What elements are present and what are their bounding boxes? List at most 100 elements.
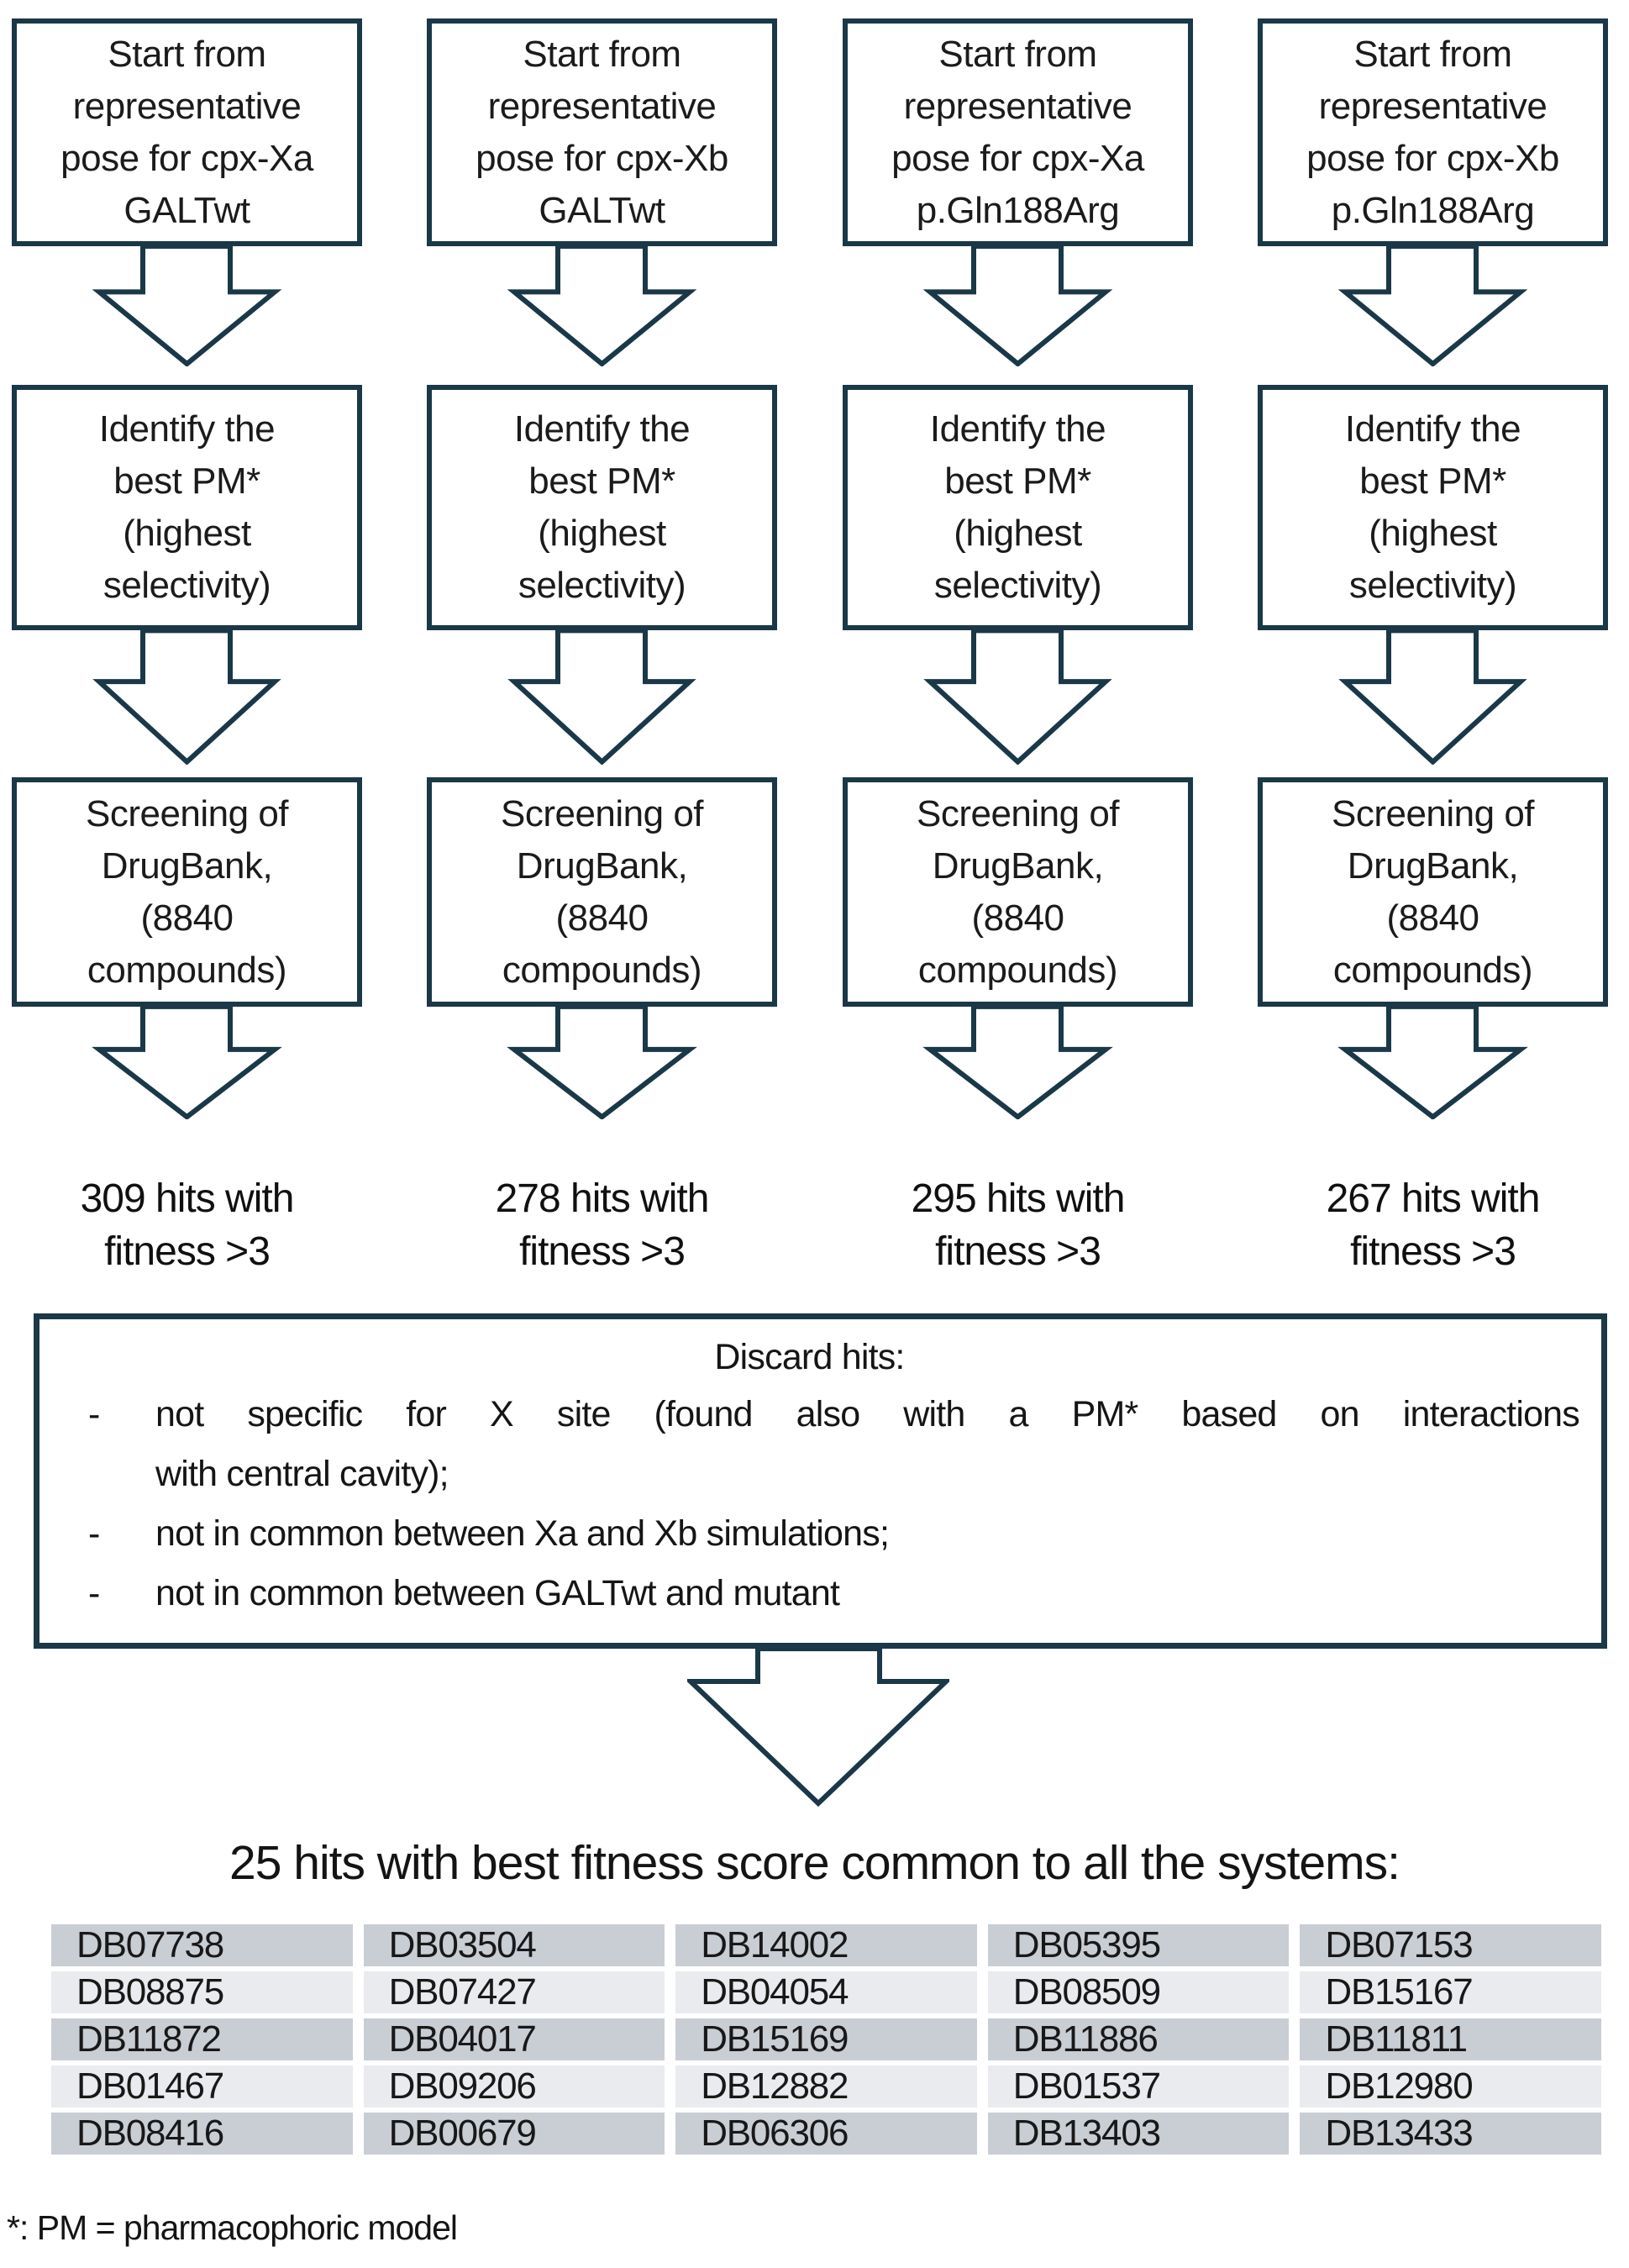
down-arrow xyxy=(1258,244,1608,366)
hits-count-label: 267 hits with fitness >3 xyxy=(1258,1172,1608,1278)
box-line: p.Gln188Arg xyxy=(916,189,1120,231)
footnote: *: PM = pharmacophoric model xyxy=(7,2208,458,2247)
box-line: best PM* xyxy=(113,460,260,502)
hit-cell: DB07153 xyxy=(1300,1924,1601,1966)
hit-cell: DB04017 xyxy=(363,2018,665,2060)
down-arrow xyxy=(1258,1004,1608,1119)
box-line: compounds) xyxy=(87,949,287,991)
identify-pm-box: Identify the best PM* (highest selectivity) xyxy=(843,385,1193,630)
box-line: selectivity) xyxy=(102,565,271,606)
hits-count-label: 309 hits with fitness >3 xyxy=(12,1172,362,1278)
box-line: pose for cpx-Xa xyxy=(60,137,313,179)
hit-cell: DB11872 xyxy=(51,2018,353,2060)
bullet-line: not in common between GALTwt and mutant xyxy=(155,1573,840,1613)
result-title: 25 hits with best fitness score common t… xyxy=(229,1836,1400,1890)
box-line: selectivity) xyxy=(518,565,686,606)
box-line: DrugBank, xyxy=(1347,845,1519,887)
box-line: GALTwt xyxy=(123,189,250,231)
hit-cell: DB14002 xyxy=(675,1924,977,1966)
box-line: (highest xyxy=(123,513,251,554)
hit-cell: DB12980 xyxy=(1300,2065,1601,2108)
bullet-line: not specific for X site (found also with… xyxy=(155,1394,1580,1434)
box-line: best PM* xyxy=(944,460,1091,502)
box-line: representative xyxy=(72,85,302,127)
discard-hits-box: Discard hits: - not specific for X site (… xyxy=(34,1313,1607,1649)
box-line: pose for cpx-Xb xyxy=(476,137,728,179)
down-arrow xyxy=(843,1004,1193,1119)
box-line: (highest xyxy=(1369,513,1497,554)
box-line: Start from xyxy=(1353,33,1512,75)
box-line: Identify the xyxy=(98,408,276,450)
hit-cell: DB08416 xyxy=(51,2113,353,2155)
hits-line: 309 hits with xyxy=(80,1176,295,1221)
bullet-lines: not in common between GALTwt and mutant xyxy=(155,1564,1579,1623)
box-line: compounds) xyxy=(917,949,1118,991)
hit-cell: DB07427 xyxy=(363,1971,665,2013)
discard-bullet: - not specific for X site (found also wit… xyxy=(39,1385,1580,1504)
hits-line: fitness >3 xyxy=(935,1229,1101,1274)
box-line: (8840 xyxy=(1386,897,1479,939)
hits-line: fitness >3 xyxy=(104,1229,271,1274)
hit-cell: DB08875 xyxy=(51,1971,353,2013)
box-line: GALTwt xyxy=(539,189,665,231)
discard-bullet: -not in common between Xa and Xb simulat… xyxy=(39,1504,1579,1564)
hit-cell: DB03504 xyxy=(363,1924,665,1966)
hit-cell: DB01467 xyxy=(51,2065,353,2108)
box-line: (highest xyxy=(538,513,666,554)
hit-cell: DB07738 xyxy=(51,1924,353,1966)
box-line: best PM* xyxy=(528,460,675,502)
hits-line: 278 hits with xyxy=(495,1176,710,1221)
down-arrow xyxy=(843,244,1193,366)
down-arrow xyxy=(12,244,362,366)
hit-cell: DB01537 xyxy=(987,2065,1290,2108)
hits-line: fitness >3 xyxy=(1350,1229,1516,1274)
hit-cell: DB05395 xyxy=(987,1924,1290,1966)
down-arrow xyxy=(843,628,1193,765)
box-line: pose for cpx-Xb xyxy=(1306,137,1559,179)
box-line: p.Gln188Arg xyxy=(1331,189,1535,231)
box-line: (highest xyxy=(954,513,1082,554)
hit-cell: DB11811 xyxy=(1300,2018,1601,2060)
down-arrow xyxy=(427,1004,777,1119)
box-line: (8840 xyxy=(971,897,1064,939)
hits-line: 267 hits with xyxy=(1326,1176,1541,1221)
box-line: Identify the xyxy=(929,408,1106,450)
hit-cell: DB06306 xyxy=(675,2113,977,2155)
box-line: DrugBank, xyxy=(516,845,688,887)
box-line: selectivity) xyxy=(1348,565,1517,606)
box-line: selectivity) xyxy=(933,565,1102,606)
down-arrow xyxy=(427,628,777,765)
hits-line: 295 hits with xyxy=(911,1176,1126,1221)
box-line: Start from xyxy=(938,33,1097,75)
bullet-lines: not specific for X site (found also with… xyxy=(155,1385,1580,1504)
hits-line: fitness >3 xyxy=(519,1229,686,1274)
box-line: best PM* xyxy=(1359,460,1506,502)
box-line: pose for cpx-Xa xyxy=(891,137,1144,179)
box-line: representative xyxy=(1318,85,1548,127)
hits-count-label: 278 hits with fitness >3 xyxy=(427,1172,777,1278)
discard-title: Discard hits: xyxy=(714,1337,905,1377)
box-line: Screening of xyxy=(85,792,289,834)
box-line: representative xyxy=(487,85,717,127)
bullet-line: with central cavity); xyxy=(155,1454,449,1494)
hit-cell: DB09206 xyxy=(363,2065,665,2108)
hit-cell: DB04054 xyxy=(675,1971,977,2013)
bullet-lines: not in common between Xa and Xb simulati… xyxy=(155,1504,1579,1564)
start-pose-box: Start from representative pose for cpx-Xb p… xyxy=(1258,18,1608,246)
discard-bullets: - not specific for X site (found also wit… xyxy=(39,1385,1580,1623)
box-line: compounds) xyxy=(502,949,702,991)
bullet-dash: - xyxy=(88,1394,100,1434)
down-arrow xyxy=(427,244,777,366)
